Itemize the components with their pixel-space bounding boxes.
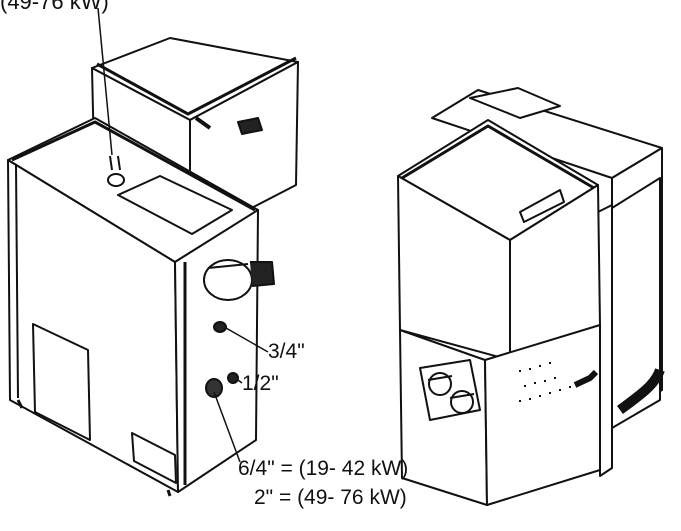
connection-label-3-4: 3/4" <box>268 340 305 363</box>
leader-lines <box>97 7 269 463</box>
right-main-boiler <box>397 119 601 506</box>
connection-label-6-4: 6/4" = (19- 42 kW) <box>238 457 409 480</box>
power-range-label-top: (49-76 kW) <box>0 0 109 14</box>
connection-label-2: 2" = (49- 76 kW) <box>254 486 407 509</box>
right-rear-hopper <box>431 87 665 477</box>
left-main-boiler <box>7 117 275 497</box>
connection-label-1-2: 1/2" <box>242 372 279 395</box>
